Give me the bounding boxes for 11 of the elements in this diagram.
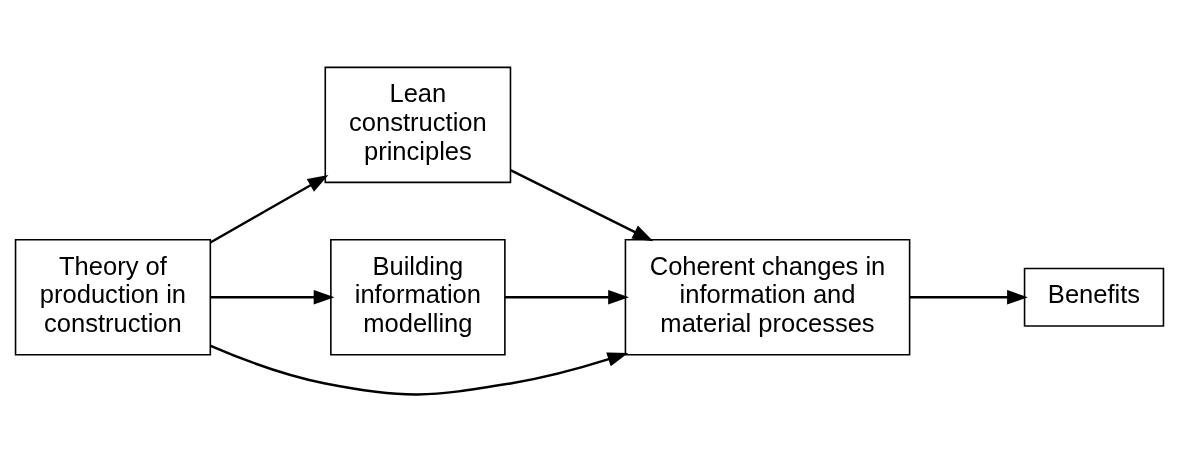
node-box: Building information modelling [330,238,506,356]
arrow [209,174,329,244]
arrow [509,168,654,241]
node-box: Benefits [1023,267,1165,327]
arrow [505,289,629,305]
node-box: Coherent changes in information and material processes [624,238,911,356]
arrow [210,289,335,305]
arrow [909,289,1028,305]
node-box: Theory of production in construction [14,238,212,356]
arrow [210,344,629,396]
node-box: Lean construction principles [324,66,512,183]
